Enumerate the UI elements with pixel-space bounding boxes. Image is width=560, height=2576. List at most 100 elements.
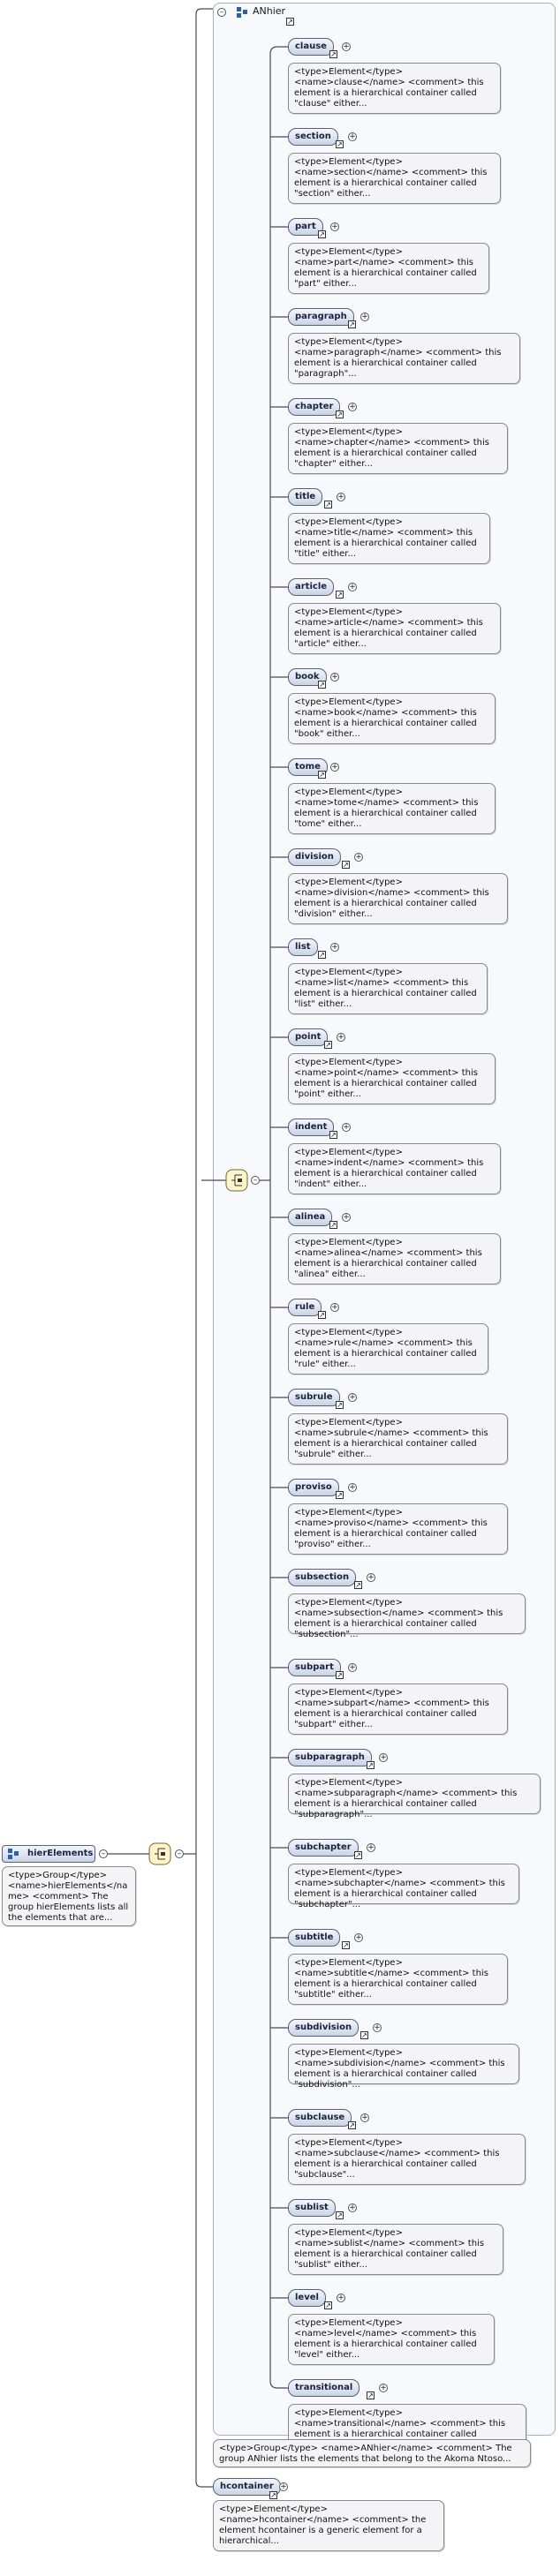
element-reference-icon-transitional[interactable]: ↗ <box>367 2391 375 2399</box>
element-node-proviso[interactable]: proviso <box>288 1479 339 1496</box>
element-expand-toggle-title[interactable]: + <box>337 493 345 501</box>
element-doc-text: <type>Element</type> <name>part</name> <… <box>294 247 477 289</box>
element-reference-icon-book[interactable]: ↗ <box>318 681 326 689</box>
element-expand-toggle-indent[interactable]: + <box>342 1123 351 1132</box>
element-node-part[interactable]: part <box>288 218 323 236</box>
element-reference-icon-part[interactable]: ↗ <box>318 230 326 238</box>
element-label: indent <box>295 1122 328 1132</box>
element-node-book[interactable]: book <box>288 668 327 686</box>
element-reference-icon-proviso[interactable]: ↗ <box>336 1491 344 1499</box>
element-expand-toggle-subpart[interactable]: + <box>348 1663 357 1672</box>
element-reference-icon-subrule[interactable]: ↗ <box>336 1401 344 1409</box>
element-reference-icon-subsection[interactable]: ↗ <box>354 1581 362 1589</box>
element-expand-toggle-section[interactable]: + <box>348 132 357 141</box>
element-expand-toggle-point[interactable]: + <box>337 1033 345 1042</box>
element-reference-icon-level[interactable]: ↗ <box>324 2301 332 2309</box>
element-expand-toggle-article[interactable]: + <box>348 583 357 591</box>
element-node-article[interactable]: article <box>288 578 335 596</box>
element-node-tome[interactable]: tome <box>288 758 328 776</box>
element-node-subtitle[interactable]: subtitle <box>288 1929 341 1947</box>
element-expand-toggle-division[interactable]: + <box>354 853 363 862</box>
element-node-list[interactable]: list <box>288 938 318 956</box>
element-node-indent[interactable]: indent <box>288 1119 335 1136</box>
element-node-subsection[interactable]: subsection <box>288 1569 357 1586</box>
element-expand-toggle-subtitle[interactable]: + <box>354 1933 363 1942</box>
element-expand-toggle-subparagraph[interactable]: + <box>379 1753 388 1762</box>
element-reference-icon-tome[interactable]: ↗ <box>318 771 326 779</box>
element-reference-icon-chapter[interactable]: ↗ <box>336 411 344 418</box>
element-reference-icon-article[interactable]: ↗ <box>336 591 344 599</box>
element-node-subparagraph[interactable]: subparagraph <box>288 1749 372 1766</box>
hierelements-toggle[interactable]: – <box>99 1849 108 1858</box>
element-expand-toggle-book[interactable]: + <box>330 673 339 682</box>
element-reference-icon-title[interactable]: ↗ <box>324 501 332 508</box>
hcontainer-expand-toggle[interactable]: + <box>279 2482 288 2491</box>
element-expand-toggle-alinea[interactable]: + <box>342 1213 351 1222</box>
element-node-subchapter[interactable]: subchapter <box>288 1839 359 1857</box>
element-node-section[interactable]: section <box>288 128 338 146</box>
element-reference-icon-subchapter[interactable]: ↗ <box>354 1851 362 1859</box>
element-expand-toggle-sublist[interactable]: + <box>348 2203 357 2212</box>
connector-to-hcontainer <box>195 1854 213 2488</box>
element-reference-icon-rule[interactable]: ↗ <box>318 1311 326 1319</box>
element-reference-icon-point[interactable]: ↗ <box>324 1041 332 1049</box>
element-expand-toggle-list[interactable]: + <box>330 943 339 952</box>
element-node-paragraph[interactable]: paragraph <box>288 308 354 326</box>
element-reference-icon-paragraph[interactable]: ↗ <box>348 320 356 328</box>
element-doc-text: <type>Element</type> <name>rule</name> <… <box>294 1328 477 1369</box>
element-expand-toggle-paragraph[interactable]: + <box>360 313 369 321</box>
element-node-subclause[interactable]: subclause <box>288 2109 352 2127</box>
element-node-title[interactable]: title <box>288 488 323 506</box>
element-expand-toggle-transitional[interactable]: + <box>379 2384 388 2392</box>
element-reference-icon-subclause[interactable]: ↗ <box>348 2121 356 2129</box>
element-node-subdivision[interactable]: subdivision <box>288 2019 359 2037</box>
element-expand-toggle-subclause[interactable]: + <box>360 2113 369 2122</box>
element-doc-article: <type>Element</type> <name>article</name… <box>288 603 501 654</box>
element-expand-toggle-subsection[interactable]: + <box>367 1573 375 1582</box>
element-expand-toggle-level[interactable]: + <box>337 2294 345 2302</box>
element-reference-icon-sublist[interactable]: ↗ <box>336 2211 344 2219</box>
element-node-sublist[interactable]: sublist <box>288 2199 336 2217</box>
element-doc-subsection: <type>Element</type> <name>subsection</n… <box>288 1593 526 1639</box>
element-reference-icon-clause[interactable]: ↗ <box>329 50 337 58</box>
element-expand-toggle-proviso[interactable]: + <box>348 1483 357 1492</box>
element-doc-subtitle: <type>Element</type> <name>subtitle</nam… <box>288 1954 508 2005</box>
outer-choice-toggle[interactable]: – <box>175 1849 184 1858</box>
element-node-rule[interactable]: rule <box>288 1299 322 1316</box>
hierelements-node[interactable]: hierElements <box>2 1845 95 1863</box>
element-node-subrule[interactable]: subrule <box>288 1389 340 1406</box>
element-reference-icon-subdivision[interactable]: ↗ <box>360 2031 368 2039</box>
element-node-alinea[interactable]: alinea <box>288 1209 333 1226</box>
anhier-reference-icon[interactable]: ↗ <box>286 18 294 26</box>
element-node-clause[interactable]: clause <box>288 38 334 56</box>
element-expand-toggle-rule[interactable]: + <box>330 1303 339 1312</box>
element-expand-toggle-chapter[interactable]: + <box>348 403 357 411</box>
element-node-subpart[interactable]: subpart <box>288 1659 341 1676</box>
element-reference-icon-section[interactable]: ↗ <box>336 140 344 148</box>
inner-choice-toggle[interactable]: – <box>251 1176 260 1185</box>
element-doc-text: <type>Element</type> <name>chapter</name… <box>294 427 489 469</box>
connector-branch-clause <box>269 46 288 55</box>
element-reference-icon-subtitle[interactable]: ↗ <box>342 1941 350 1949</box>
anhier-collapse-toggle[interactable]: – <box>217 8 226 17</box>
element-reference-icon-alinea[interactable]: ↗ <box>329 1221 337 1229</box>
hcontainer-reference-icon[interactable]: ↗ <box>269 2491 277 2499</box>
element-expand-toggle-tome[interactable]: + <box>330 763 339 772</box>
element-reference-icon-list[interactable]: ↗ <box>318 951 326 959</box>
element-reference-icon-subpart[interactable]: ↗ <box>336 1671 344 1679</box>
element-node-transitional[interactable]: transitional <box>288 2379 360 2397</box>
element-doc-chapter: <type>Element</type> <name>chapter</name… <box>288 423 508 474</box>
element-node-chapter[interactable]: chapter <box>288 398 341 416</box>
element-reference-icon-subparagraph[interactable]: ↗ <box>367 1761 375 1769</box>
element-node-point[interactable]: point <box>288 1028 329 1046</box>
element-expand-toggle-subdivision[interactable]: + <box>373 2023 382 2032</box>
element-reference-icon-indent[interactable]: ↗ <box>329 1131 337 1139</box>
element-reference-icon-division[interactable]: ↗ <box>342 861 350 869</box>
element-expand-toggle-subchapter[interactable]: + <box>367 1843 375 1852</box>
element-expand-toggle-part[interactable]: + <box>330 222 339 231</box>
element-expand-toggle-clause[interactable]: + <box>342 42 351 51</box>
element-expand-toggle-subrule[interactable]: + <box>348 1393 357 1402</box>
element-node-division[interactable]: division <box>288 848 341 866</box>
element-node-level[interactable]: level <box>288 2289 326 2307</box>
